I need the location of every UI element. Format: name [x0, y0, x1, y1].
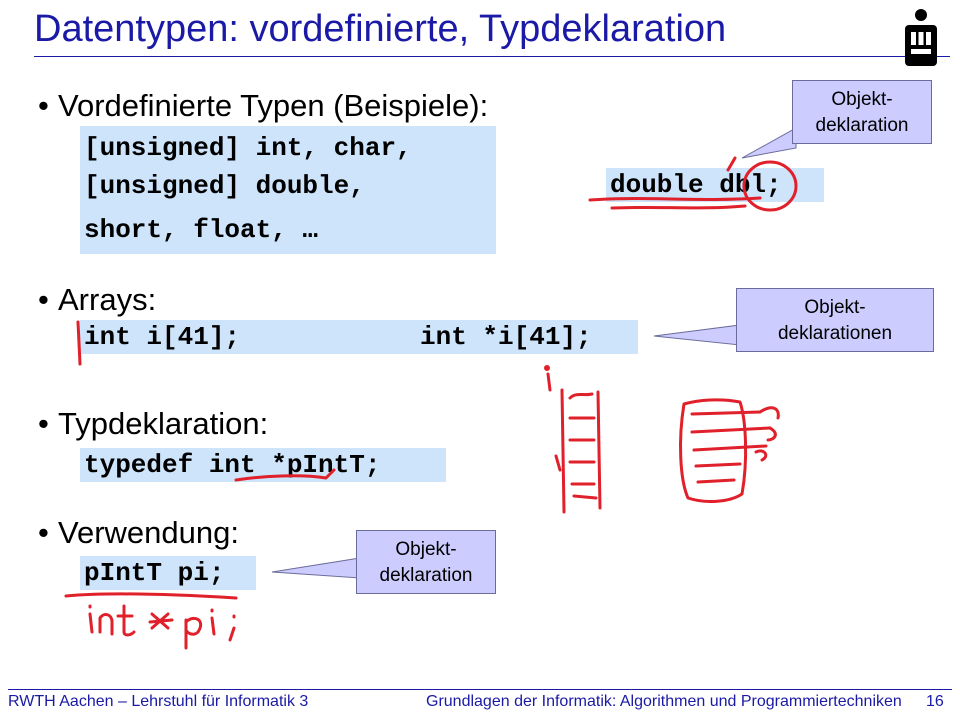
code-predefined-line1: [unsigned] int, char,: [84, 133, 412, 163]
ink-array-cells: [568, 416, 598, 500]
callout-pointer-arrays: [653, 324, 741, 346]
bullet-typdeklaration-label: Typdeklaration:: [58, 406, 269, 441]
ink-underline-usage: [64, 592, 238, 600]
bullet-predefined-label: Vordefinierte Typen (Beispiele):: [58, 88, 489, 123]
footer-institution: RWTH Aachen – Lehrstuhl für Informatik 3: [8, 693, 309, 710]
bullet-predefined-types: • Vordefinierte Typen (Beispiele):: [38, 88, 488, 124]
callout-objekt-deklaration-top: Objekt- deklaration: [792, 80, 932, 144]
footer-divider: [8, 689, 952, 690]
callout-line1: Objekt-: [804, 297, 866, 318]
ink-array-left: [560, 388, 566, 514]
bullet-verwendung: • Verwendung:: [38, 515, 239, 551]
bullet-verwendung-label: Verwendung:: [58, 515, 239, 550]
ink-arrow-3: [754, 449, 768, 462]
code-array-int: int i[41];: [84, 322, 241, 352]
bullet-symbol: •: [38, 406, 49, 441]
callout-pointer-top: [741, 127, 797, 159]
bullet-typdeklaration: • Typdeklaration:: [38, 406, 268, 442]
title-divider: [34, 56, 950, 57]
code-typedef: typedef int *pIntT;: [84, 450, 381, 480]
code-block-usage: [80, 556, 256, 590]
bullet-symbol: •: [38, 282, 49, 317]
bullet-arrays-label: Arrays:: [58, 282, 157, 317]
ink-underline-double-2: [610, 204, 747, 210]
footer-course: Grundlagen der Informatik: Algorithmen u…: [426, 693, 902, 710]
ink-hw-p: [184, 616, 203, 650]
ink-hw-n: [98, 613, 114, 636]
callout-line1: Objekt-: [395, 539, 457, 560]
ink-pointer-array-box: [679, 398, 748, 503]
ink-hw-i2: [210, 608, 216, 636]
ink-hw-semicolon: [228, 614, 236, 642]
page-title: Datentypen: vordefinierte, Typdeklaratio…: [34, 8, 727, 50]
bullet-arrays: • Arrays:: [38, 282, 156, 318]
ink-array-int: [568, 392, 594, 400]
i3-logo-icon: [905, 9, 937, 66]
callout-line2: deklaration: [379, 565, 473, 586]
code-block-predefined: [80, 126, 496, 254]
callout-line1: Objekt-: [831, 89, 893, 110]
ink-hw-t: [116, 604, 136, 637]
ink-array-tick: [554, 454, 562, 472]
ink-letter-i: [546, 372, 552, 392]
ink-array-right: [596, 390, 602, 510]
footer-page-number: 16: [926, 693, 944, 710]
callout-objekt-deklaration-usage: Objekt- deklaration: [356, 530, 496, 594]
callout-line2: deklarationen: [777, 323, 893, 344]
code-block-arrays: [80, 320, 638, 354]
code-predefined-line2: [unsigned] double,: [84, 171, 365, 201]
ink-letter-i-dot: [544, 365, 550, 371]
callout-pointer-usage: [271, 557, 361, 579]
ink-hw-star: [148, 612, 174, 630]
bullet-symbol: •: [38, 515, 49, 550]
ink-arrow-2: [766, 426, 777, 442]
callout-line2: deklaration: [815, 115, 909, 136]
ink-arrow-1: [758, 406, 780, 420]
code-predefined-line3: short, float, …: [84, 215, 319, 245]
code-double-decl: double dbl;: [610, 170, 782, 200]
callout-objekt-deklarationen: Objekt- deklarationen: [736, 288, 934, 352]
code-array-ptr: int *i[41];: [420, 322, 592, 352]
code-usage: pIntT pi;: [84, 558, 225, 588]
ink-hw-i: [88, 604, 94, 634]
bullet-symbol: •: [38, 88, 49, 123]
ink-pointer-array-lines: [690, 410, 772, 484]
